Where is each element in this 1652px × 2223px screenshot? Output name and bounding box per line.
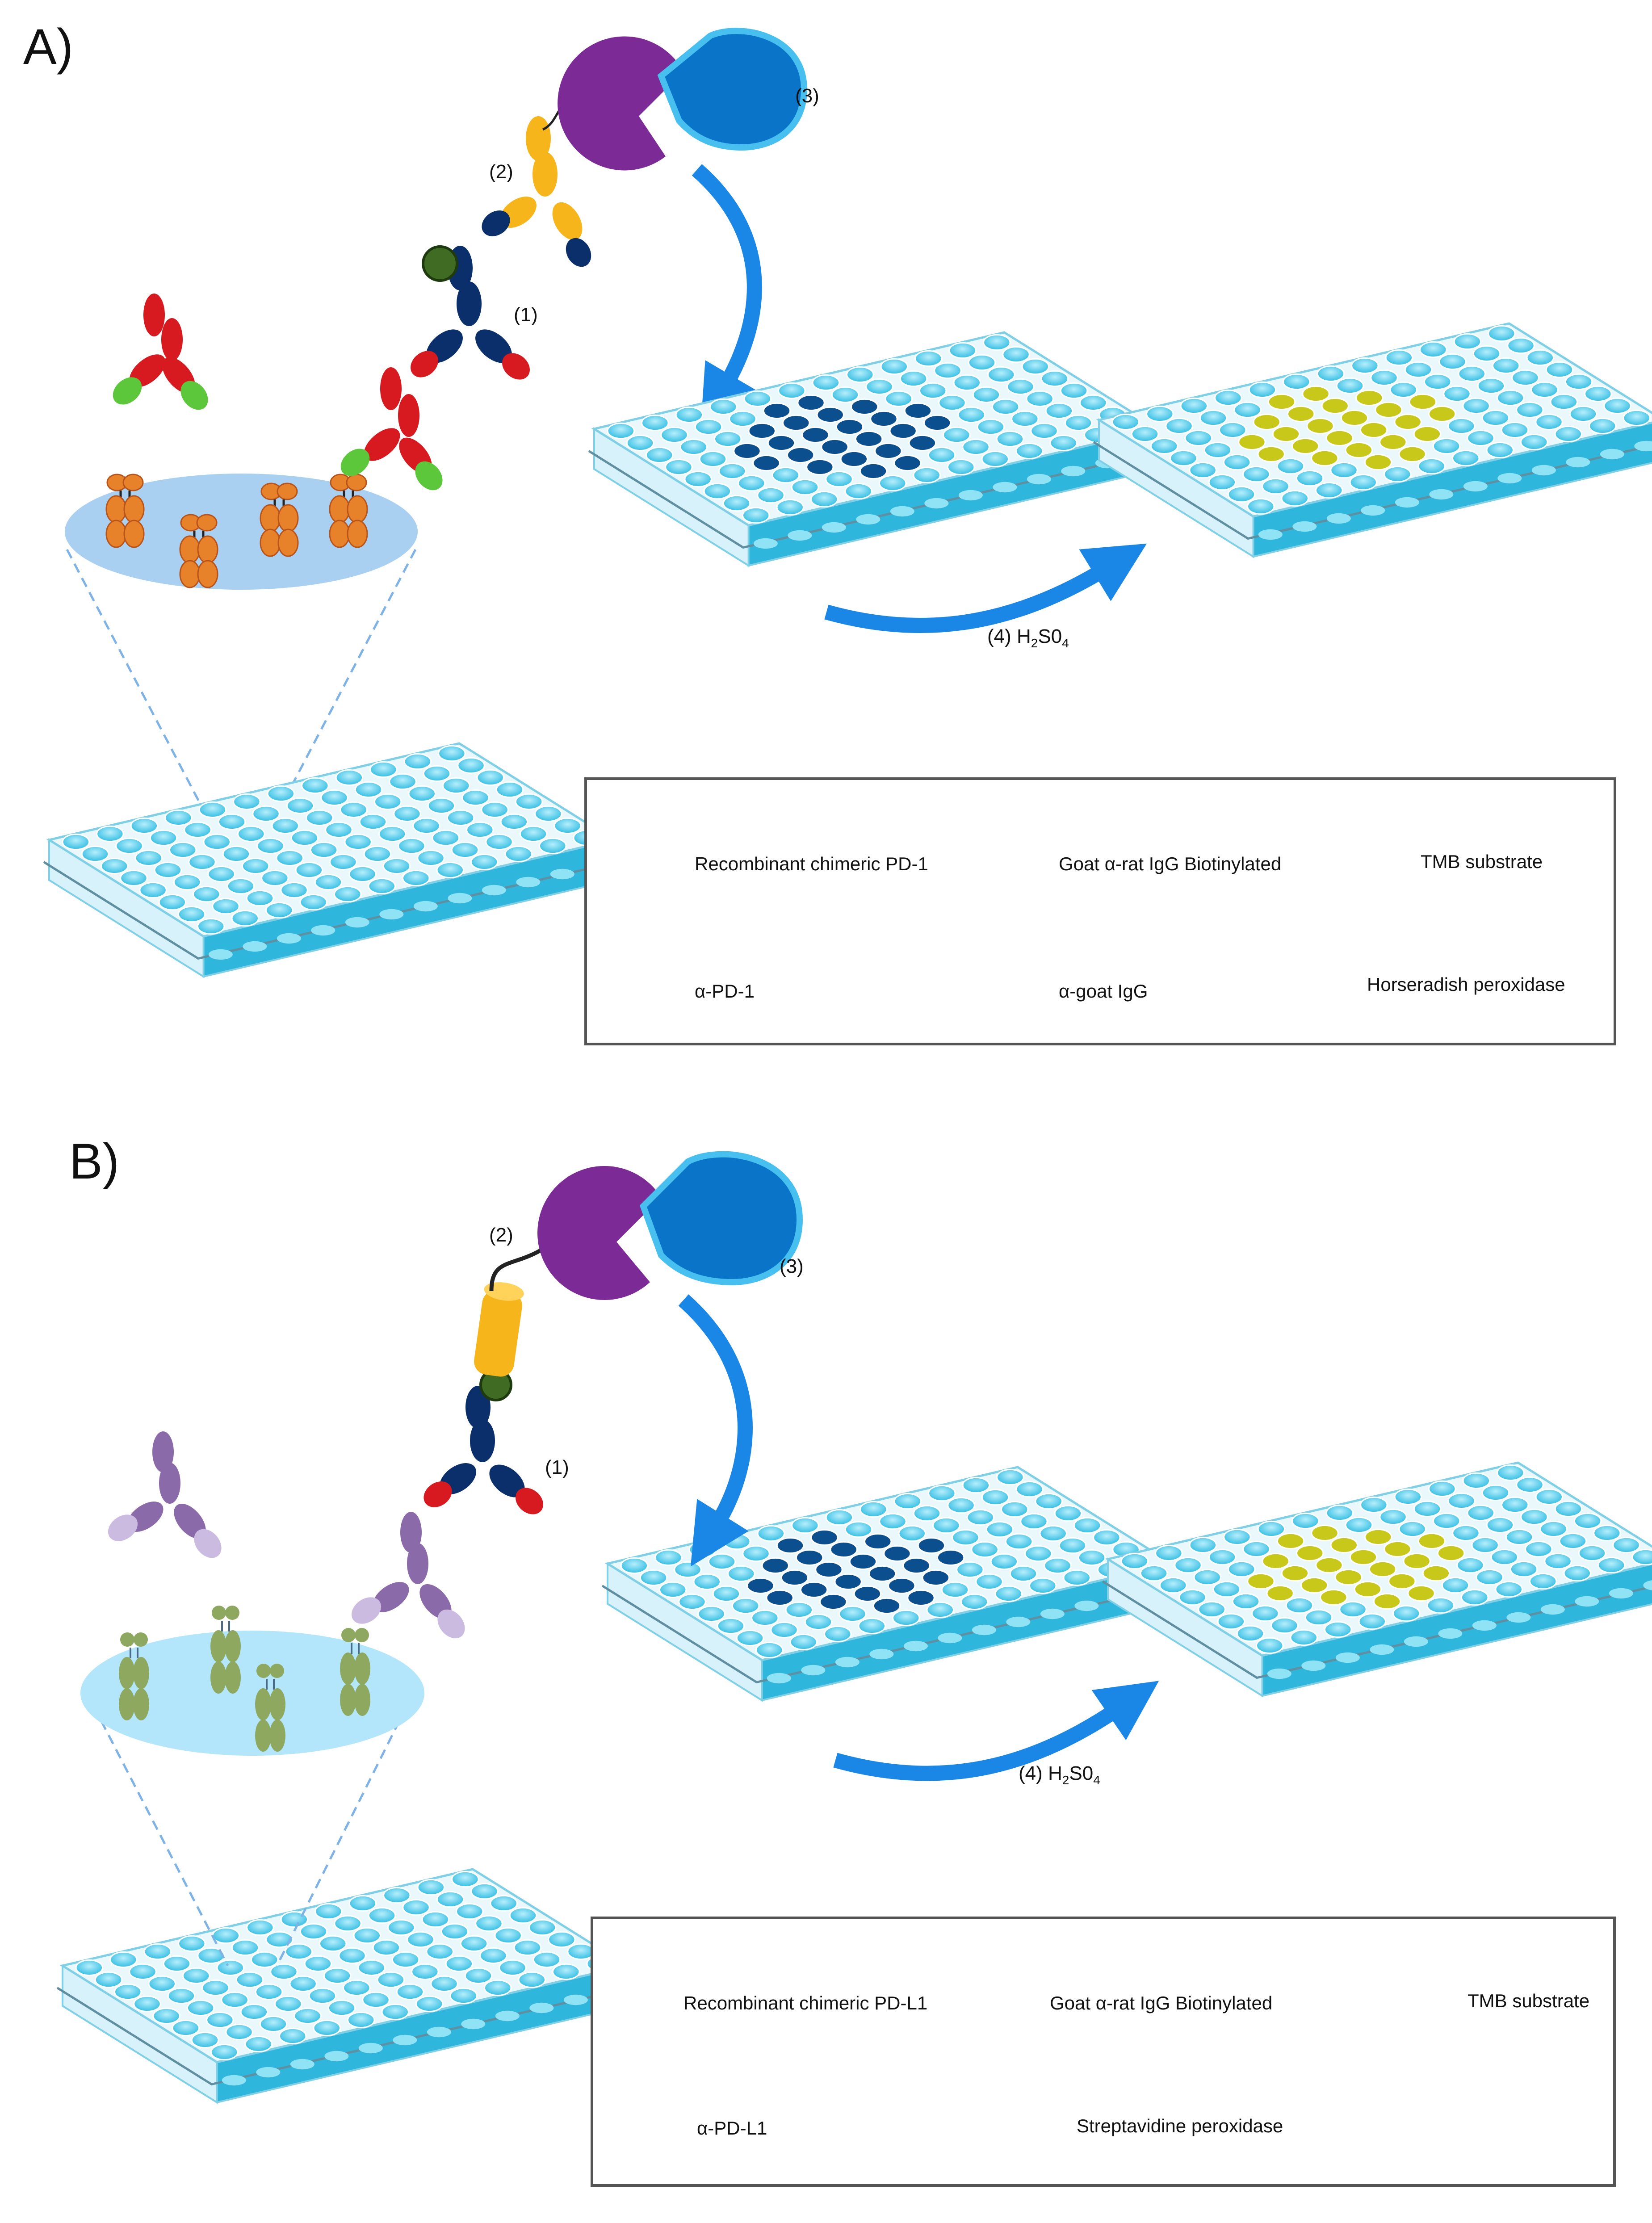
- anti-goat-igg: [482, 116, 591, 267]
- step-2-label-b: (2): [489, 1224, 513, 1246]
- pdl1-molecules: [119, 1606, 370, 1752]
- zoom-surface-b: [80, 1631, 424, 1756]
- step-4-label-b: (4) H2S04: [1019, 1762, 1100, 1787]
- pd1-molecules: [105, 474, 368, 588]
- panel-a-artwork: [65, 28, 1147, 832]
- plate-b-blue: [601, 1466, 1176, 1702]
- plate-a-blue: [588, 331, 1163, 567]
- legend-b-item-antipdl1: α-PD-L1: [697, 2118, 767, 2139]
- legend-a-item-goat: Goat α-rat IgG Biotinylated: [1059, 853, 1282, 874]
- plate-b-yellow: [1102, 1461, 1652, 1698]
- plate-b-bottom: [56, 1868, 631, 2104]
- legend-b-item-goat: Goat α-rat IgG Biotinylated: [1050, 1992, 1273, 2013]
- goat-anti-rat-a: [411, 246, 530, 380]
- anti-pd1-bound: [340, 367, 443, 491]
- legend-a-item-pd1: Recombinant chimeric PD-1: [695, 853, 928, 874]
- panel-b-label: B): [69, 1133, 119, 1189]
- anti-pdl1-free: [108, 1431, 222, 1558]
- legend-b-item-strep: Streptavidine peroxidase: [1077, 2115, 1283, 2136]
- legend-b-item-tmb: TMB substrate: [1468, 1990, 1590, 2011]
- panel-b-artwork: [80, 1151, 1159, 1967]
- goat-anti-rat-b: [423, 1386, 543, 1514]
- legend-a-item-antigoat: α-goat IgG: [1059, 981, 1148, 1002]
- step-1-label-b: (1): [545, 1456, 569, 1478]
- legend-box-b: [591, 1917, 1616, 2187]
- tmb-drop-b: [639, 1151, 803, 1286]
- hrp-shape-b: [537, 1166, 661, 1300]
- step-3-label-b: (3): [780, 1255, 804, 1277]
- step-4-label-a: (4) H2S04: [987, 625, 1069, 650]
- plate-a-yellow: [1093, 322, 1652, 558]
- streptavidin-cylinder: [474, 1282, 524, 1377]
- legend-a-item-antipd1: α-PD-1: [695, 981, 755, 1002]
- zoom-surface-a: [65, 474, 418, 590]
- step-1-label-a: (1): [514, 304, 538, 326]
- plate-a-bottom: [43, 742, 618, 978]
- plates: [43, 322, 1652, 2104]
- legend-a-item-tmb: TMB substrate: [1421, 851, 1543, 872]
- step-2-label-a: (2): [489, 161, 513, 183]
- legend-box-a: [584, 777, 1616, 1045]
- step-3-label-a: (3): [795, 85, 819, 107]
- legend-b-item-pdl1: Recombinant chimeric PD-L1: [683, 1992, 928, 2013]
- legend-a-item-hrp: Horseradish peroxidase: [1367, 974, 1565, 995]
- hrp-shape-a: [558, 36, 683, 171]
- panel-a-label: A): [23, 19, 73, 75]
- anti-pdl1-bound: [351, 1512, 465, 1639]
- anti-pd1-free: [113, 294, 208, 410]
- tmb-drop-a: [657, 28, 808, 151]
